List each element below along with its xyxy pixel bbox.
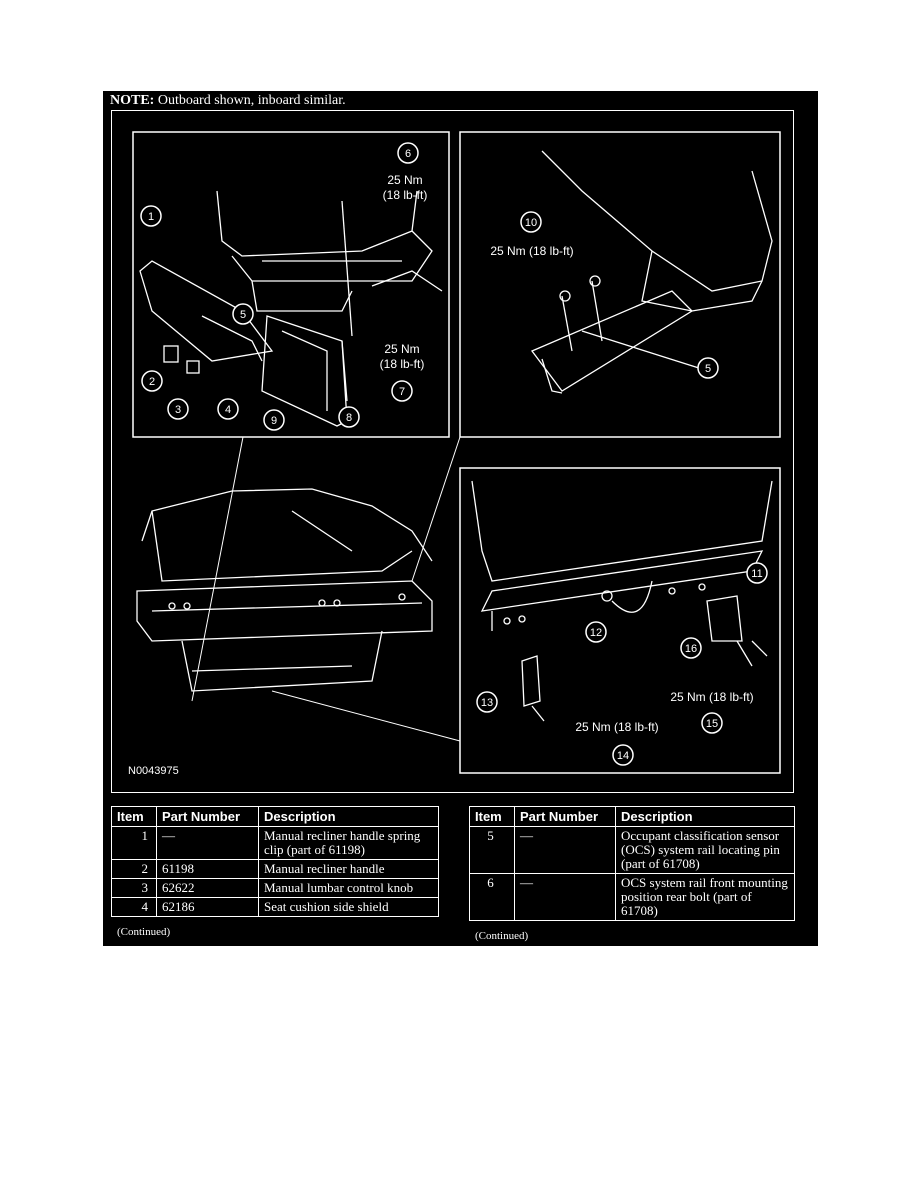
callout-labels: 1 2 3 4 5 6 7 8 9 10 5 11 12 16 13 15 14 [148,148,763,762]
row-part: — [514,873,616,921]
callout-4: 4 [225,404,231,416]
callout-circles [140,142,768,766]
parts-table-left: Item Part Number Description 1 — Manual … [111,806,439,917]
row-desc: Manual recliner handle spring clip (part… [258,826,439,860]
note-line: NOTE: Outboard shown, inboard similar. [110,93,346,109]
col-part-number: Part Number [156,806,259,827]
exploded-diagram: 1 2 3 4 5 6 7 8 9 10 5 11 12 16 13 15 14… [111,110,794,793]
row-desc: OCS system rail front mounting position … [615,873,795,921]
row-item: 6 [469,873,515,921]
parts-table-right: Item Part Number Description 5 — Occupan… [469,806,795,921]
callout-5b: 5 [705,363,711,375]
row-item: 1 [111,826,157,860]
callout-3: 3 [175,404,181,416]
table-row: 2 61198 Manual recliner handle [111,859,439,879]
torque-10: 25 Nm (18 lb-ft) [490,244,573,258]
row-desc: Manual lumbar control knob [258,878,439,898]
note-text: Outboard shown, inboard similar. [157,93,346,108]
row-desc: Seat cushion side shield [258,897,439,917]
callout-5: 5 [240,309,246,321]
note-label: NOTE: [110,93,155,108]
col-part-number: Part Number [514,806,616,827]
col-description: Description [258,806,439,827]
callout-2: 2 [149,376,155,388]
main-seat-drawing [136,488,433,692]
inset-leader-lines [191,436,461,742]
ocs-rail-drawing [471,480,773,722]
torque-6-lbft: (18 lb-ft) [383,188,428,202]
table-row: 3 62622 Manual lumbar control knob [111,878,439,898]
table-row: 4 62186 Seat cushion side shield [111,897,439,917]
torque-15: 25 Nm (18 lb-ft) [670,690,753,704]
callout-13: 13 [481,697,493,709]
table-row: 1 — Manual recliner handle spring clip (… [111,826,439,860]
continued-left: (Continued) [117,926,171,938]
callout-16: 16 [685,643,697,655]
row-part: — [514,826,616,874]
table-row: 5 — Occupant classification sensor (OCS)… [469,826,795,874]
table-row: 6 — OCS system rail front mounting posit… [469,873,795,921]
rail-pin-drawing [530,150,773,394]
torque-6-nm: 25 Nm [387,173,422,187]
continued-right: (Continued) [475,930,529,942]
table-header: Item Part Number Description [111,806,439,827]
col-item: Item [469,806,515,827]
callout-10: 10 [525,217,537,229]
callout-11: 11 [751,568,762,580]
col-item: Item [111,806,157,827]
torque-labels: 25 Nm (18 lb-ft) 25 Nm (18 lb-ft) 25 Nm … [380,173,754,734]
inset-bottom-right [459,467,781,774]
row-part: 62186 [156,897,259,917]
callout-9: 9 [271,415,277,427]
torque-7-nm: 25 Nm [384,342,419,356]
row-part: 62622 [156,878,259,898]
callout-6: 6 [405,148,411,160]
inset-top-right [459,131,781,438]
callout-8: 8 [346,412,352,424]
callout-7: 7 [399,386,405,398]
torque-7-lbft: (18 lb-ft) [380,357,425,371]
table-header: Item Part Number Description [469,806,795,827]
row-item: 5 [469,826,515,874]
callout-15: 15 [706,718,718,730]
row-desc: Occupant classification sensor (OCS) sys… [615,826,795,874]
row-desc: Manual recliner handle [258,859,439,879]
callout-1: 1 [148,211,154,223]
row-item: 4 [111,897,157,917]
torque-14: 25 Nm (18 lb-ft) [575,720,658,734]
row-part: 61198 [156,859,259,879]
row-item: 3 [111,878,157,898]
diagram-svg: 1 2 3 4 5 6 7 8 9 10 5 11 12 16 13 15 14… [128,131,781,777]
col-description: Description [615,806,795,827]
row-part: — [156,826,259,860]
callout-12: 12 [590,627,602,639]
callout-14: 14 [617,750,629,762]
figure-id: N0043975 [128,765,179,777]
row-item: 2 [111,859,157,879]
figure-panel: NOTE: Outboard shown, inboard similar. [103,91,818,946]
